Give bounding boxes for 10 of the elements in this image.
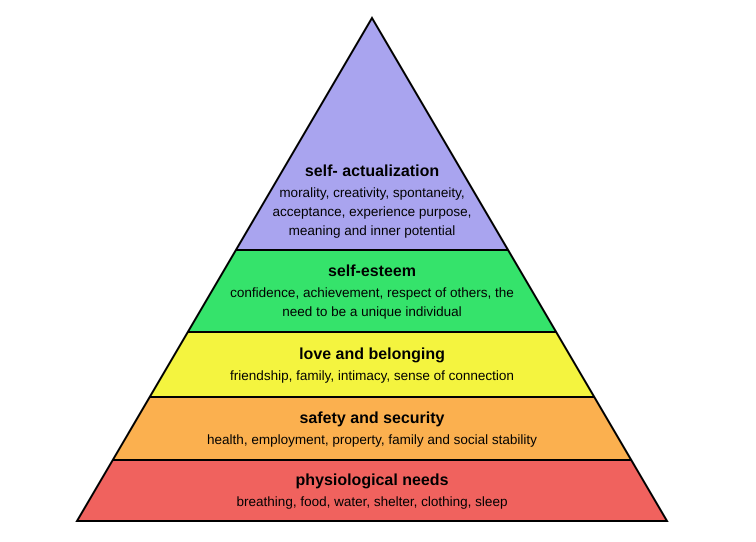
tier-description: morality, creativity, spontaneity, acceptance, experience purpose, meaning and inner potential xyxy=(272,184,472,240)
tier-description: friendship, family, intimacy, sense of connection xyxy=(230,366,514,384)
tier-heading: safety and security xyxy=(300,408,444,428)
tier-description: breathing, food, water, shelter, clothing, sleep xyxy=(236,492,508,510)
tier-description: confidence, achievement, respect of others, the need to be a unique individual xyxy=(229,284,515,320)
tier-heading: self-esteem xyxy=(328,262,416,280)
tier-heading: love and belonging xyxy=(299,344,445,364)
tier-heading: self- actualization xyxy=(304,162,440,181)
tier-description: health, employment, property, family and social stability xyxy=(207,430,537,448)
tier-heading: physiological needs xyxy=(296,470,448,490)
